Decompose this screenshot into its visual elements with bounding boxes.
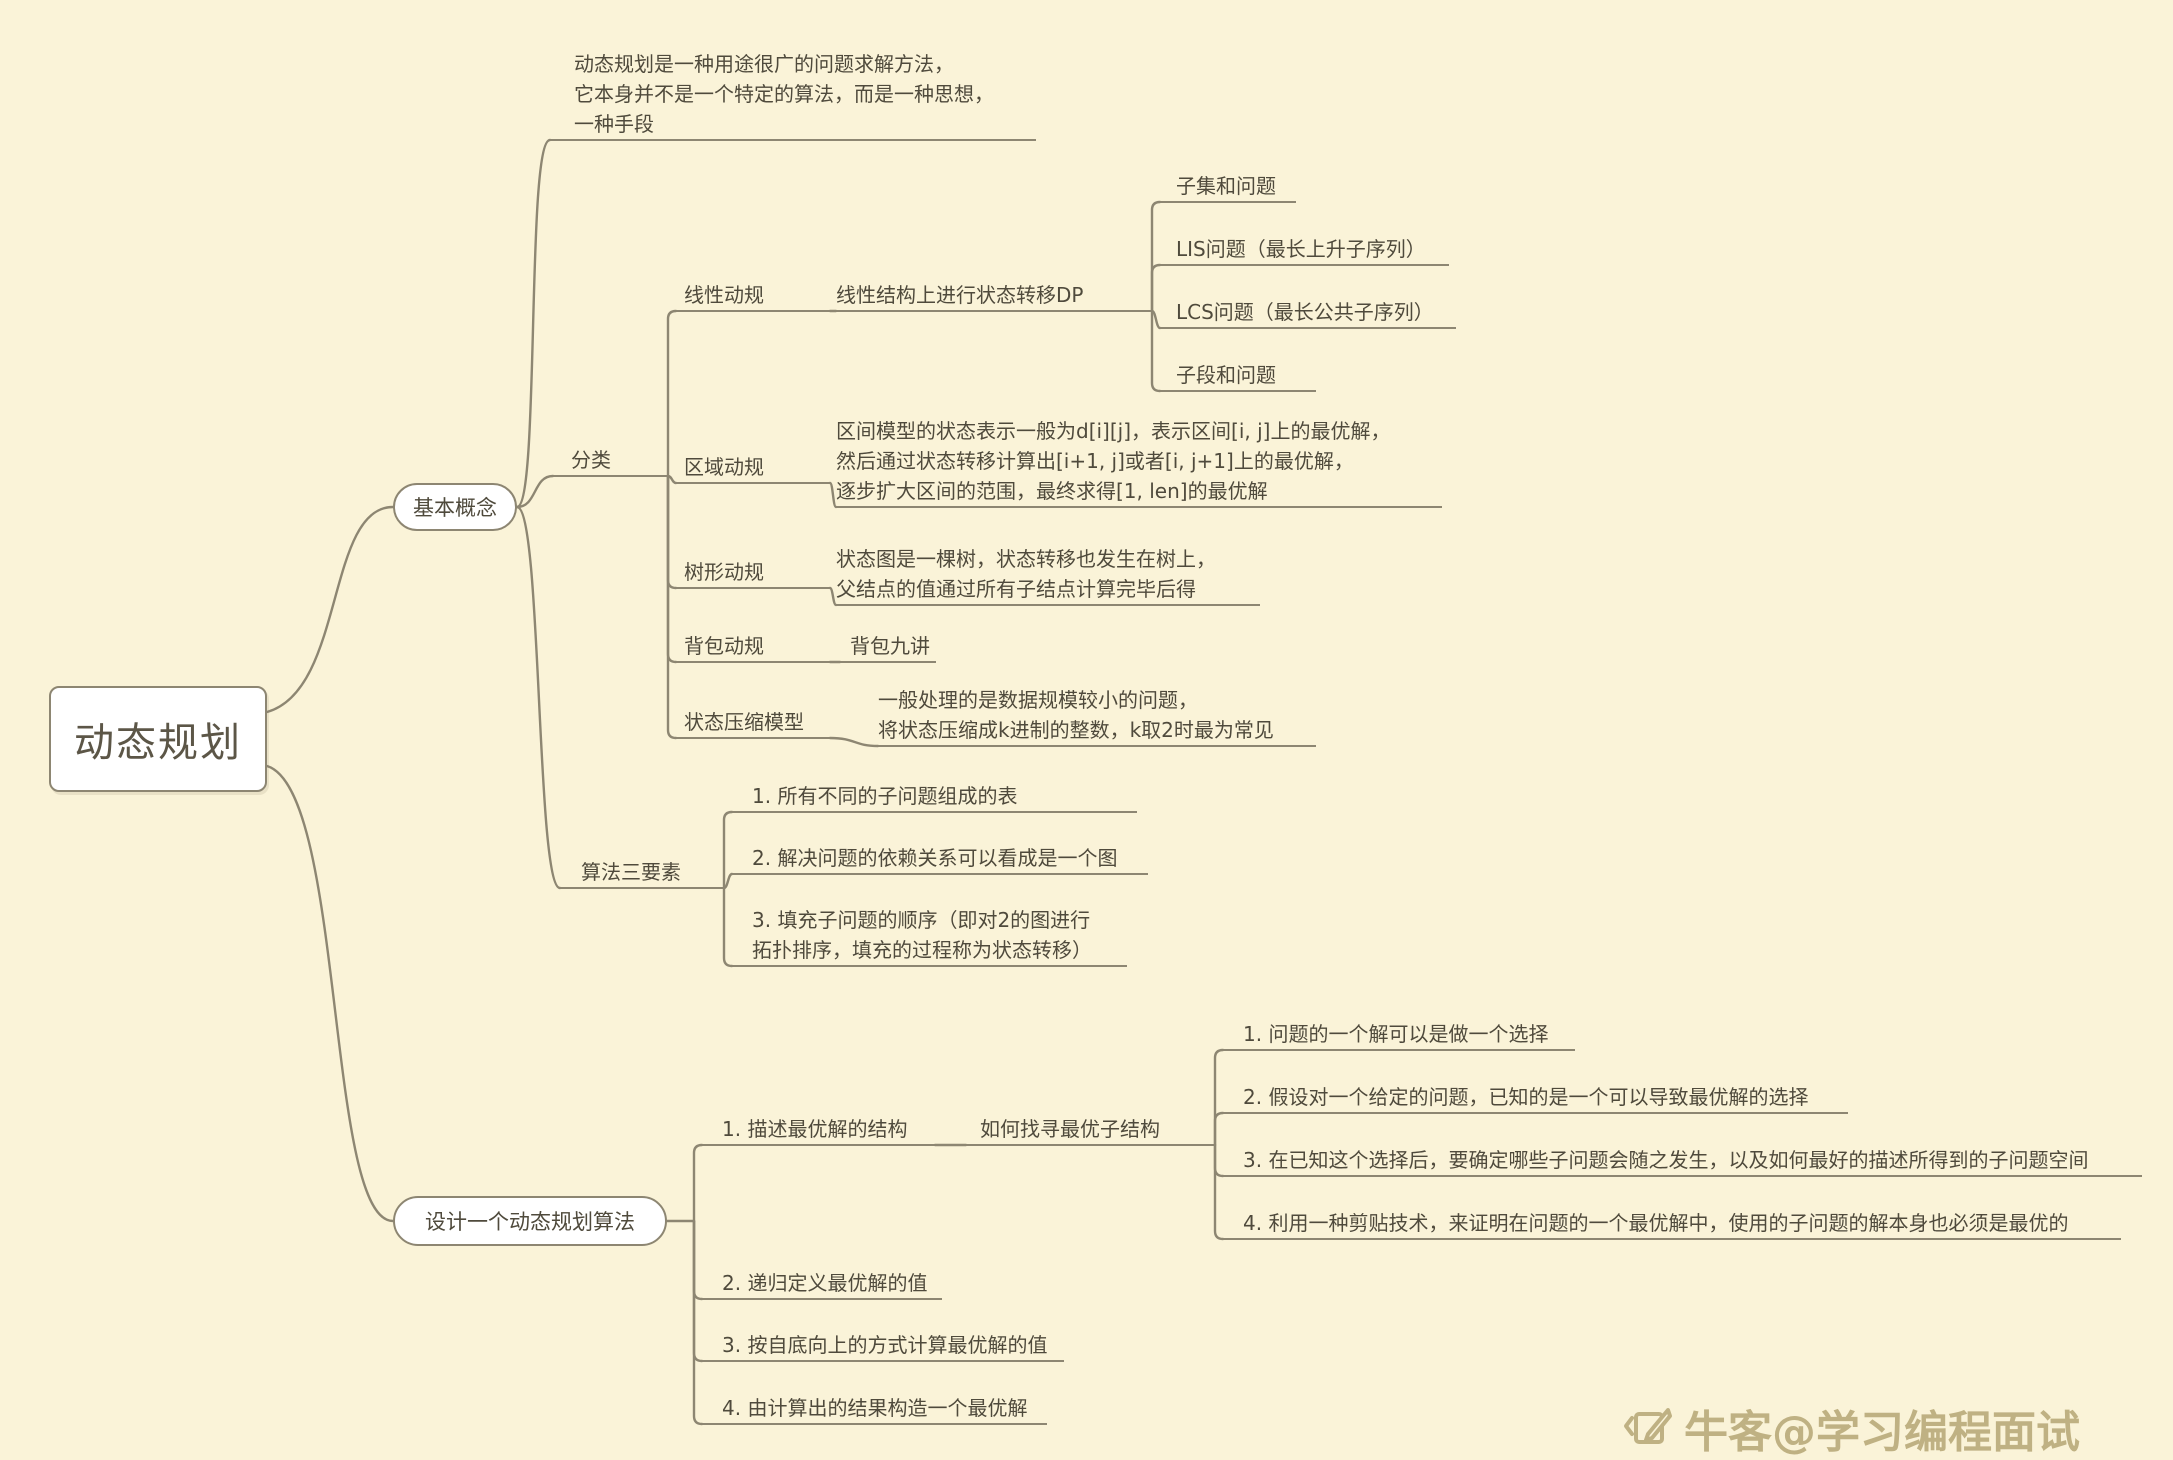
node-design-dp-algorithm[interactable]: 设计一个动态规划算法 [393,1196,667,1246]
node-label: LCS问题（最长公共子序列） [1176,300,1434,324]
node-design-step-3[interactable]: 3. 按自底向上的方式计算最优解的值 [702,1330,1064,1362]
node-label: 如何找寻最优子结构 [980,1117,1160,1141]
desc-line: 将状态压缩成k进制的整数，k取2时最为常见 [878,718,1274,742]
watermark: 牛客@学习编程面试 [1622,1396,2080,1460]
desc-line: 状态图是一棵树，状态转移也发生在树上， [836,547,1216,571]
node-label: LIS问题（最长上升子序列） [1176,237,1426,261]
desc-line: 一般处理的是数据规模较小的问题， [878,688,1198,712]
node-element-3[interactable]: 3. 填充子问题的顺序（即对2的图进行 拓扑排序，填充的过程称为状态转移） [732,905,1127,967]
node-label: 子集和问题 [1176,174,1276,198]
node-tree-dp[interactable]: 树形动规 [676,557,830,589]
node-label: 3. 按自底向上的方式计算最优解的值 [722,1333,1048,1357]
note-line: 它本身并不是一个特定的算法，而是一种思想， [574,82,994,106]
node-element-1[interactable]: 1. 所有不同的子问题组成的表 [732,781,1137,813]
node-label: 2. 递归定义最优解的值 [722,1271,928,1295]
node-classification[interactable]: 分类 [553,445,668,477]
node-label: 线性动规 [684,283,764,307]
node-find-optimal-substructure[interactable]: 如何找寻最优子结构 [966,1114,1215,1146]
node-substructure-point-4[interactable]: 4. 利用一种剪贴技术，来证明在问题的一个最优解中，使用的子问题的解本身也必须是… [1223,1208,2121,1240]
node-linear-dp[interactable]: 线性动规 [676,280,830,312]
node-label: 1. 问题的一个解可以是做一个选择 [1243,1022,1549,1046]
node-substructure-point-2[interactable]: 2. 假设对一个给定的问题，已知的是一个可以导致最优解的选择 [1223,1082,1848,1114]
node-label: 1. 描述最优解的结构 [722,1117,908,1141]
note-line: 一种手段 [574,112,654,136]
node-label: 基本概念 [413,496,497,520]
node-element-2[interactable]: 2. 解决问题的依赖关系可以看成是一个图 [732,843,1148,875]
desc-line: 拓扑排序，填充的过程称为状态转移） [752,938,1092,962]
node-label: 分类 [571,448,611,472]
node-label: 2. 假设对一个给定的问题，已知的是一个可以导致最优解的选择 [1243,1085,1809,1109]
node-label: 4. 利用一种剪贴技术，来证明在问题的一个最优解中，使用的子问题的解本身也必须是… [1243,1211,2069,1235]
node-label: 树形动规 [684,560,764,584]
node-design-step-2[interactable]: 2. 递归定义最优解的值 [702,1268,942,1300]
node-interval-dp[interactable]: 区域动规 [676,452,830,484]
node-label: 4. 由计算出的结果构造一个最优解 [722,1396,1028,1420]
node-label: 状态压缩模型 [684,710,804,734]
node-design-step-4[interactable]: 4. 由计算出的结果构造一个最优解 [702,1393,1047,1425]
desc-line: 然后通过状态转移计算出[i+1, j]或者[i, j+1]上的最优解， [836,449,1354,473]
desc-line: 3. 填充子问题的顺序（即对2的图进行 [752,908,1091,932]
node-label: 背包动规 [684,634,764,658]
node-basic-concepts[interactable]: 基本概念 [393,483,517,531]
node-dp-definition-note[interactable]: 动态规划是一种用途很广的问题求解方法， 它本身并不是一个特定的算法，而是一种思想… [550,49,1036,141]
node-label: 2. 解决问题的依赖关系可以看成是一个图 [752,846,1118,870]
node-subsegment-sum[interactable]: 子段和问题 [1160,360,1316,392]
node-label: 区域动规 [684,455,764,479]
node-subset-sum[interactable]: 子集和问题 [1160,171,1296,203]
node-label: 线性结构上进行状态转移DP [836,283,1084,307]
node-substructure-point-1[interactable]: 1. 问题的一个解可以是做一个选择 [1223,1019,1575,1051]
node-three-elements[interactable]: 算法三要素 [560,857,724,889]
node-design-step-1[interactable]: 1. 描述最优解的结构 [702,1114,935,1146]
node-label: 1. 所有不同的子问题组成的表 [752,784,1018,808]
node-knapsack-nine-lectures[interactable]: 背包九讲 [840,631,936,663]
node-lcs[interactable]: LCS问题（最长公共子序列） [1160,297,1456,329]
node-label: 子段和问题 [1176,363,1276,387]
node-lis[interactable]: LIS问题（最长上升子序列） [1160,234,1449,266]
desc-line: 区间模型的状态表示一般为d[i][j]，表示区间[i, j]上的最优解， [836,419,1391,443]
node-label: 算法三要素 [581,860,681,884]
node-label: 背包九讲 [850,634,930,658]
node-state-compression[interactable]: 状态压缩模型 [676,707,830,739]
pencil-edit-icon [1624,1408,1672,1444]
node-knapsack-dp[interactable]: 背包动规 [676,631,830,663]
watermark-text: 牛客@学习编程面试 [1684,1407,2080,1458]
node-label: 3. 在已知这个选择后，要确定哪些子问题会随之发生，以及如何最好的描述所得到的子… [1243,1148,2089,1172]
node-substructure-point-3[interactable]: 3. 在已知这个选择后，要确定哪些子问题会随之发生，以及如何最好的描述所得到的子… [1223,1145,2142,1177]
node-state-compression-desc[interactable]: 一般处理的是数据规模较小的问题， 将状态压缩成k进制的整数，k取2时最为常见 [878,685,1316,747]
note-line: 动态规划是一种用途很广的问题求解方法， [574,52,954,76]
root-label: 动态规划 [74,720,242,766]
node-label: 设计一个动态规划算法 [425,1210,635,1234]
node-linear-dp-desc[interactable]: 线性结构上进行状态转移DP [836,280,1152,312]
node-interval-dp-desc[interactable]: 区间模型的状态表示一般为d[i][j]，表示区间[i, j]上的最优解， 然后通… [836,416,1442,508]
desc-line: 父结点的值通过所有子结点计算完毕后得 [836,577,1196,601]
root-node[interactable]: 动态规划 [49,686,267,792]
desc-line: 逐步扩大区间的范围，最终求得[1, len]的最优解 [836,479,1268,503]
node-tree-dp-desc[interactable]: 状态图是一棵树，状态转移也发生在树上， 父结点的值通过所有子结点计算完毕后得 [836,544,1260,606]
